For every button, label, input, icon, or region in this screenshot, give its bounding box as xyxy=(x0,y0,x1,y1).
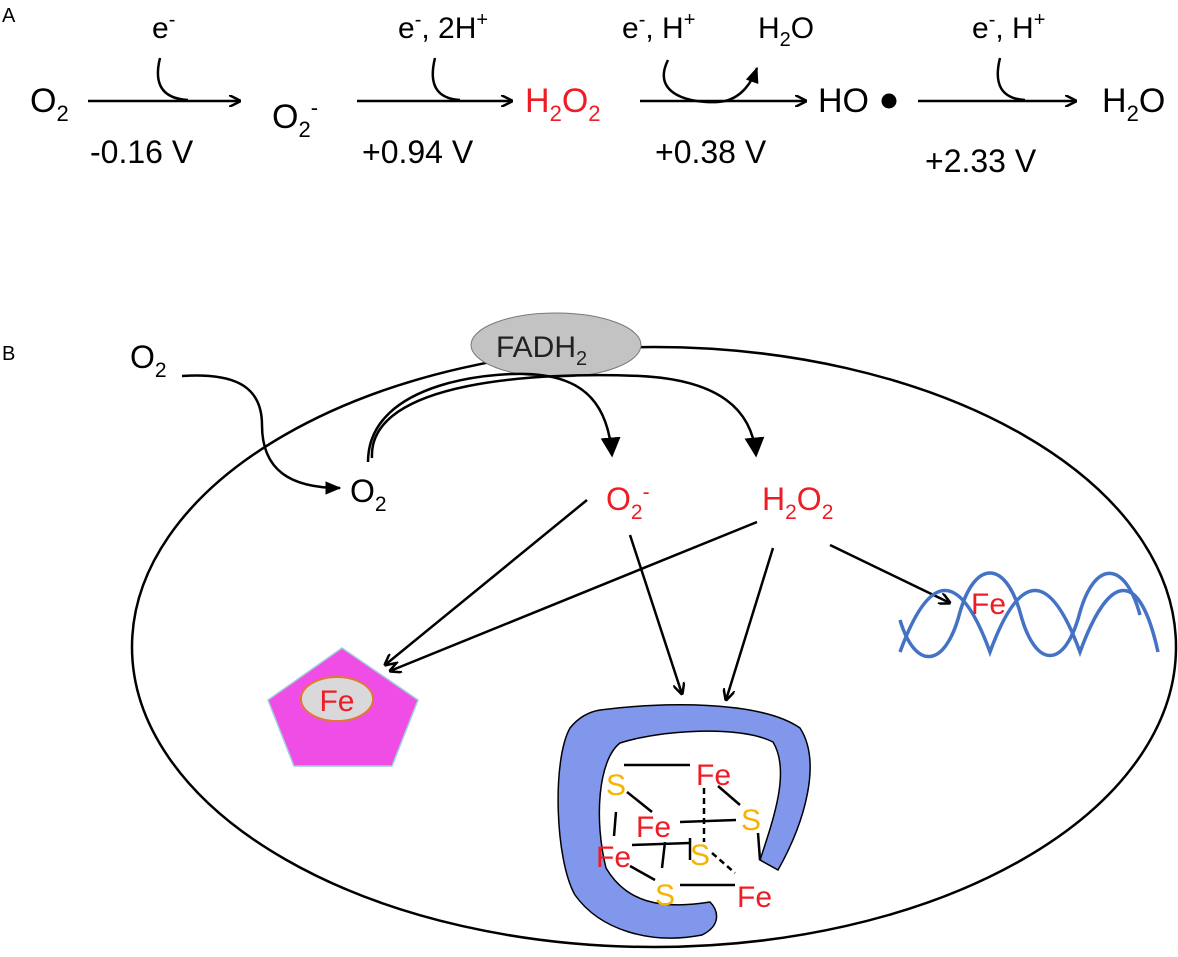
cluster-s-1: S xyxy=(606,769,626,802)
fe-s-cluster-protein: Fe Fe Fe Fe S S S S xyxy=(557,704,811,939)
step-1-reactant: e- xyxy=(152,9,175,45)
step-4-potential: +2.33 V xyxy=(925,143,1037,179)
h2o2-label: H2O2 xyxy=(762,481,833,524)
cell-membrane xyxy=(130,345,1178,949)
cluster-s-3: S xyxy=(690,839,710,872)
radical-dot xyxy=(881,93,897,109)
arrow-h2o2-to-cluster xyxy=(726,547,775,700)
panel-b-label: B xyxy=(2,343,15,365)
arrow-superoxide-to-cluster xyxy=(628,534,682,694)
mononuclear-iron-enzyme: Fe xyxy=(267,647,419,767)
step-2-potential: +0.94 V xyxy=(362,134,474,170)
step-2: e-, 2H+ +0.94 V xyxy=(357,9,512,170)
cluster-fe-4: Fe xyxy=(737,881,772,914)
bond xyxy=(612,811,618,837)
species-water: H2O xyxy=(1102,82,1165,126)
cluster-s-4: S xyxy=(655,879,675,912)
bond xyxy=(626,791,653,813)
step-3-reactant: e-, H+ xyxy=(622,9,695,45)
step-3-product: H2O xyxy=(758,12,814,51)
fe-dna-label: Fe xyxy=(971,588,1006,621)
fe-s-cube: Fe Fe Fe Fe S S S S xyxy=(596,759,772,914)
bond-dashed xyxy=(711,852,736,874)
species-hydroxyl: HO xyxy=(818,82,869,120)
species-o2: O2 xyxy=(30,82,69,126)
step-4-curve xyxy=(996,57,1026,102)
step-2-curve xyxy=(431,57,461,102)
step-1-potential: -0.16 V xyxy=(90,134,194,170)
superoxide-label: O2- xyxy=(606,481,650,524)
dna-helix: Fe xyxy=(898,571,1160,659)
step-1-curve xyxy=(156,57,189,102)
o2-outside: O2 xyxy=(130,339,167,382)
fe-pentagon-label: Fe xyxy=(319,685,354,718)
arrow-h2o2-to-pentagon xyxy=(390,520,758,671)
bond xyxy=(629,864,656,882)
step-4-reactant: e-, H+ xyxy=(972,9,1045,45)
bond xyxy=(679,818,737,824)
cluster-s-2: S xyxy=(741,804,761,837)
step-2-reactant: e-, 2H+ xyxy=(398,9,488,45)
panel-a-label: A xyxy=(2,5,16,27)
step-3: e-, H+ H2O +0.38 V xyxy=(622,9,814,170)
cluster-fe-1: Fe xyxy=(696,759,731,792)
step-4: e-, H+ +2.33 V xyxy=(918,9,1076,179)
arrow-h2o2-to-dna xyxy=(829,543,950,603)
bond xyxy=(756,832,762,861)
cell-diagram: FADH2 O2 O2 O2- H2O2 Fe Fe xyxy=(130,312,1178,949)
fe-center-oval xyxy=(300,676,374,722)
dna-strand-1 xyxy=(898,589,1160,658)
arc-to-superoxide xyxy=(366,372,621,463)
bond xyxy=(660,841,667,869)
step-3-potential: +0.38 V xyxy=(655,134,767,170)
dna-strand-2 xyxy=(898,571,1142,659)
protein-shell xyxy=(557,704,811,939)
species-h2o2: H2O2 xyxy=(525,82,601,126)
step-3-curve xyxy=(662,59,759,104)
step-1: e- -0.16 V xyxy=(88,9,240,170)
o2-inside: O2 xyxy=(350,473,387,516)
cluster-fe-2: Fe xyxy=(636,811,671,844)
bond xyxy=(631,841,691,847)
fadh2-label: FADH2 xyxy=(496,331,587,370)
arc-to-h2o2 xyxy=(370,373,765,459)
bond xyxy=(717,785,741,806)
cluster-fe-3: Fe xyxy=(596,841,631,874)
species-superoxide: O2- xyxy=(272,95,318,142)
o2-import-arrow xyxy=(181,374,342,495)
reaction-scheme: O2 e- -0.16 V O2- e-, 2H+ +0.94 V H2O2 e… xyxy=(30,9,1165,179)
arrow-superoxide-to-pentagon xyxy=(385,499,588,665)
